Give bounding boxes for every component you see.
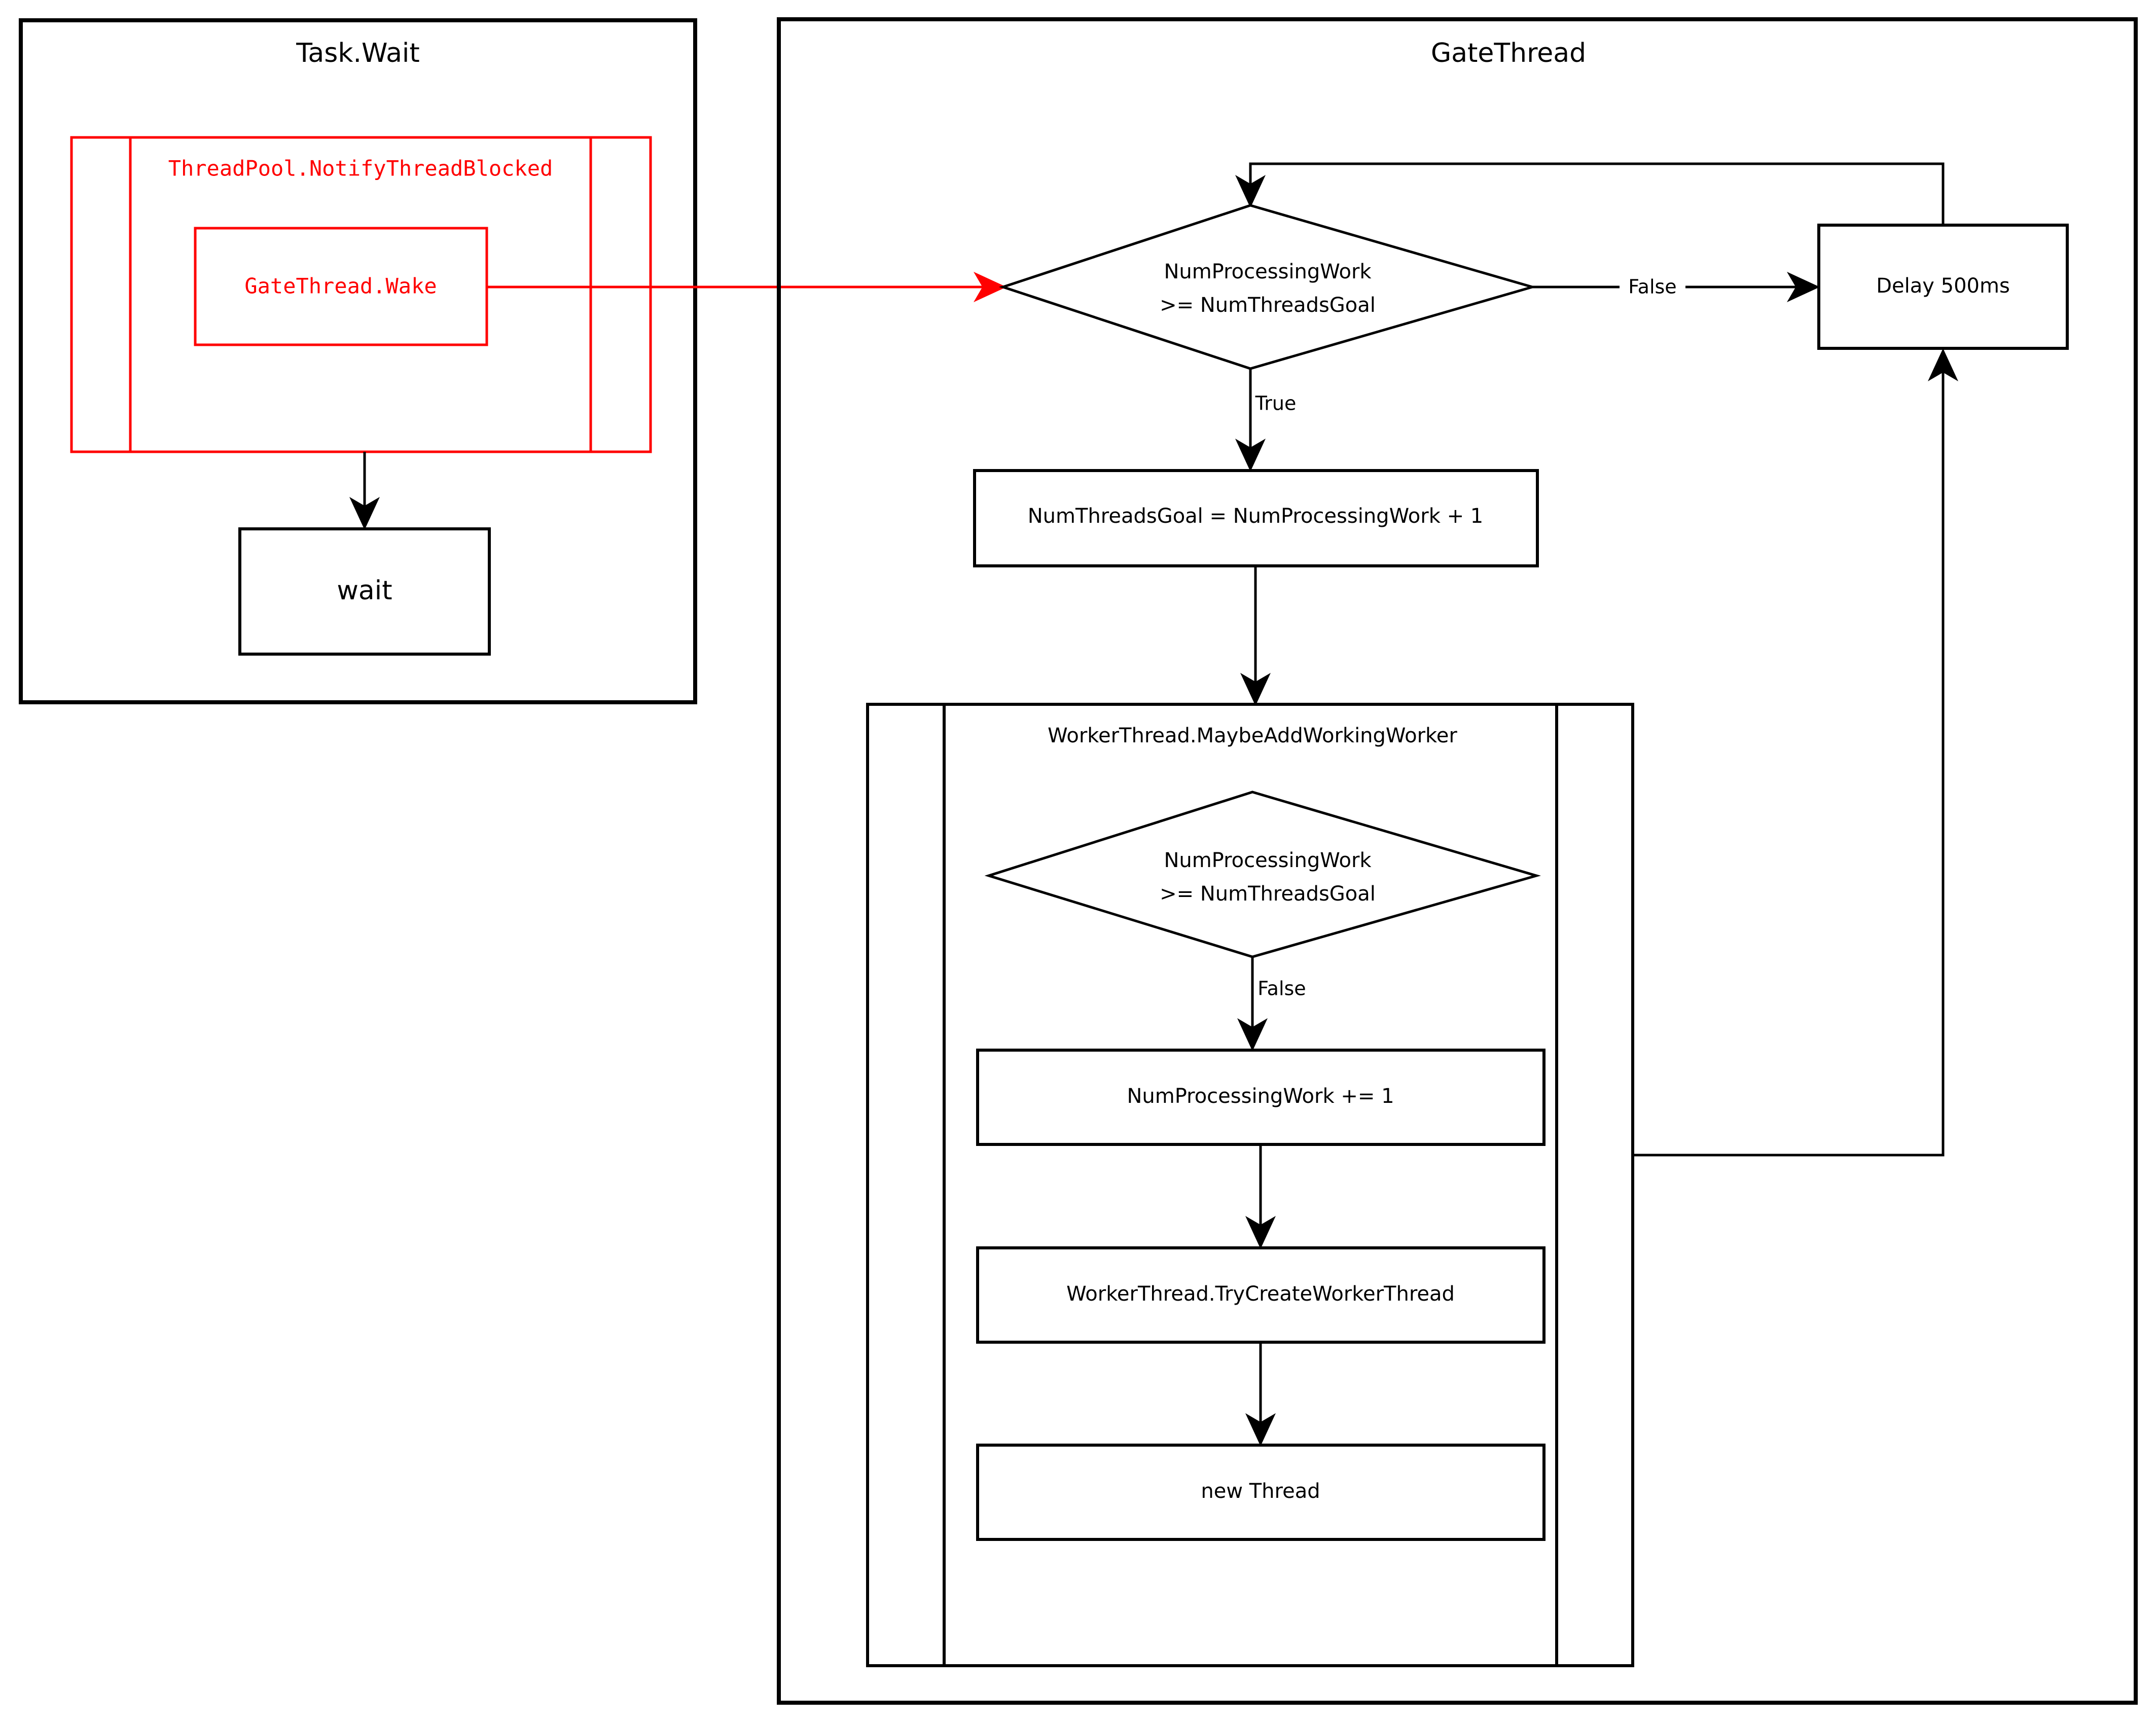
task-wait-group-border: [19, 18, 697, 704]
task-wait-group-title: Task.Wait: [296, 38, 420, 68]
new-thread-node[interactable]: new Thread: [976, 1444, 1546, 1541]
wait-node[interactable]: wait: [238, 527, 491, 656]
notify-thread-blocked-frame: ThreadPool.NotifyThreadBlocked: [70, 136, 652, 453]
maybeadd-group-title: WorkerThread.MaybeAddWorkingWorker: [1048, 724, 1457, 747]
delay-label: Delay 500ms: [1876, 274, 2010, 298]
notify-thread-blocked-label: ThreadPool.NotifyThreadBlocked: [168, 156, 553, 181]
group-gate-thread: GateThread: [777, 17, 2138, 1705]
assign-numthreadsgoal-node[interactable]: NumThreadsGoal = NumProcessingWork + 1: [973, 469, 1539, 567]
decision1-false-label: False: [1628, 276, 1676, 298]
decision2-line1: NumProcessingWork: [1164, 849, 1372, 872]
gate-thread-wake-node[interactable]: GateThread.Wake: [194, 227, 488, 346]
trycreate-label: WorkerThread.TryCreateWorkerThread: [1066, 1282, 1455, 1306]
decision1-true-label-bg: [1252, 393, 1309, 416]
increment-label: NumProcessingWork += 1: [1127, 1085, 1394, 1108]
new-thread-label: new Thread: [1201, 1480, 1320, 1503]
notify-thread-blocked-outer-rect: [70, 136, 652, 453]
decision2-false-label-bg: [1254, 979, 1320, 1001]
new-thread-rect[interactable]: [976, 1444, 1546, 1541]
edge-delay-to-decision1-loop: [1235, 162, 1945, 225]
trycreate-rect[interactable]: [976, 1246, 1546, 1344]
delay-node[interactable]: Delay 500ms: [1817, 224, 2069, 350]
try-create-worker-thread-node[interactable]: WorkerThread.TryCreateWorkerThread: [976, 1246, 1546, 1344]
group-task-wait: Task.Wait: [19, 18, 697, 704]
edge-maybeadd-to-delay-loop: [1633, 348, 1958, 1157]
gate-thread-wake-label: GateThread.Wake: [244, 274, 437, 299]
decision2-false-label: False: [1257, 978, 1306, 1000]
gate-thread-group-title: GateThread: [1431, 38, 1586, 68]
increment-numprocessingwork-node[interactable]: NumProcessingWork += 1: [976, 1049, 1546, 1146]
assign-rect[interactable]: [973, 469, 1539, 567]
decision1-true-label: True: [1255, 392, 1297, 415]
wait-label: wait: [337, 576, 392, 606]
gate-thread-group-border: [777, 17, 2138, 1705]
wait-rect[interactable]: [238, 527, 491, 656]
decision1-false-label-bg: [1620, 276, 1685, 299]
decision2-line2: >= NumThreadsGoal: [1160, 882, 1376, 906]
decision1-line2: >= NumThreadsGoal: [1160, 294, 1376, 317]
increment-rect[interactable]: [976, 1049, 1546, 1146]
group-maybe-add-working-worker: WorkerThread.MaybeAddWorkingWorker: [866, 703, 1634, 1667]
decision1-line1: NumProcessingWork: [1164, 260, 1372, 283]
assign-label: NumThreadsGoal = NumProcessingWork + 1: [1028, 505, 1484, 528]
decision-numprocessingwork-vs-goal-outer[interactable]: NumProcessingWork >= NumThreadsGoal: [999, 204, 1537, 370]
maybeadd-group-border: [866, 703, 1634, 1667]
